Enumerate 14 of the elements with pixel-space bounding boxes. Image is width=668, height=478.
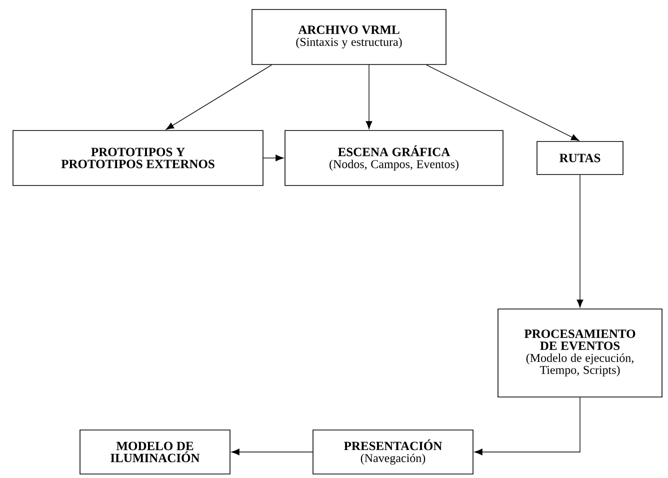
- arrow: [231, 448, 313, 456]
- process-box: PROCESAMIENTO DE EVENTOS (Modelo de ejecución, Tiempo, Scripts): [498, 308, 662, 398]
- process-box: MODELO DE ILUMINACIÓN: [80, 430, 230, 474]
- process-box: PRESENTACIÓN (Navegación): [312, 430, 474, 474]
- arrow: [474, 397, 580, 456]
- arrow: [366, 64, 372, 130]
- arrow: [576, 174, 584, 308]
- arrow: [426, 64, 580, 141]
- arrow: [166, 64, 272, 130]
- arrow: [263, 154, 284, 162]
- process-box: ARCHIVO VRML (Sintaxis y estructura): [252, 9, 446, 65]
- process-box: RUTAS: [536, 141, 624, 175]
- process-box: ESCENA GRÁFICA (Nodos, Campos, Eventos): [284, 130, 504, 186]
- process-box: PROTOTIPOS Y PROTOTIPOS EXTERNOS: [12, 130, 264, 186]
